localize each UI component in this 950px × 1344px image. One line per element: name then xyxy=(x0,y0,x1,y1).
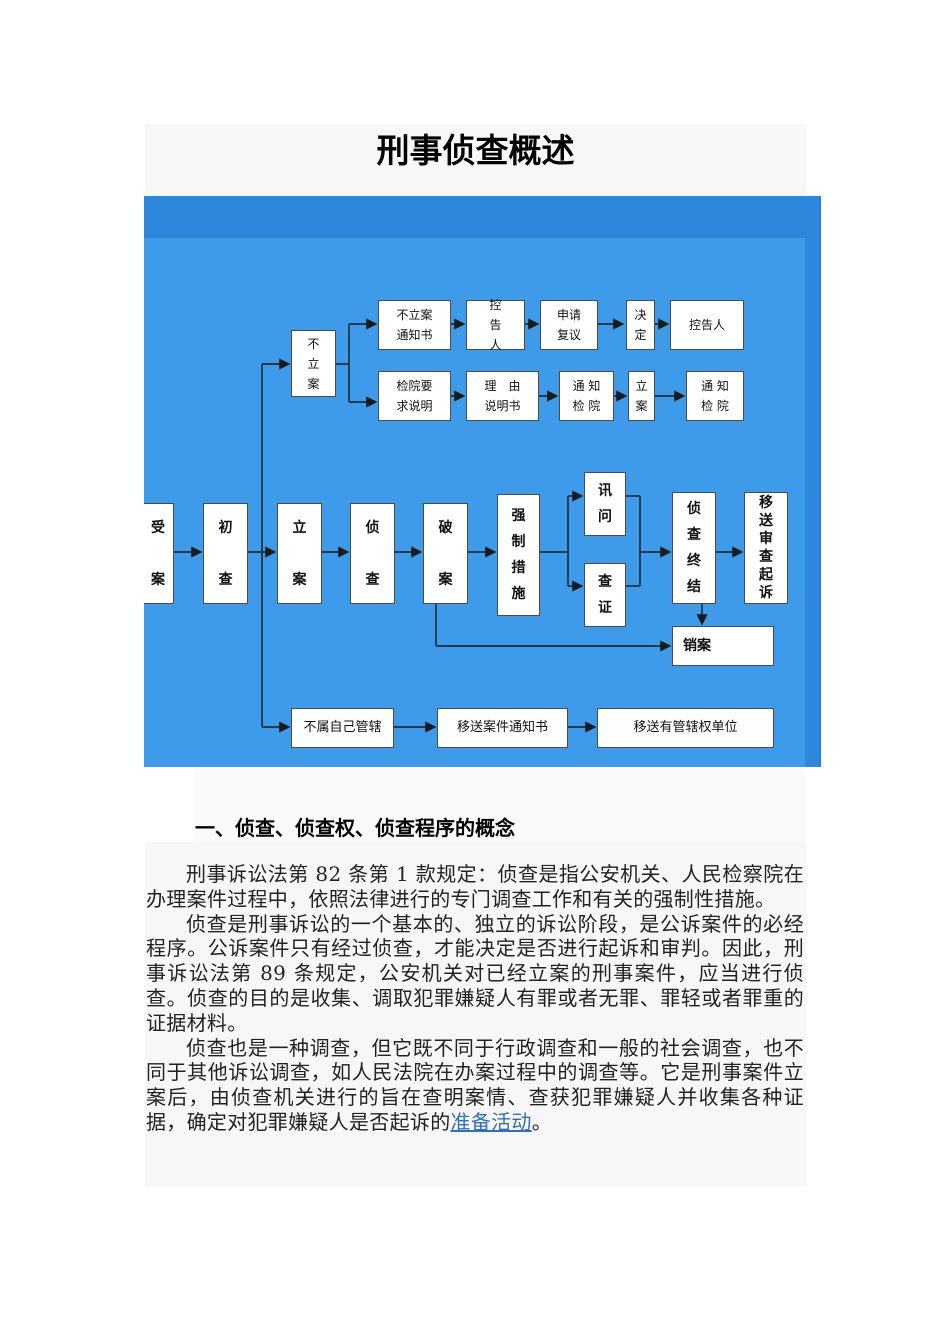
flow-box-investigation: 侦 查 xyxy=(350,503,395,604)
body-text: 刑事诉讼法第 82 条第 1 款规定：侦查是指公安机关、人民检察院在办理案件过程… xyxy=(146,862,804,1135)
flow-box-apply-review: 申请 复议 xyxy=(540,300,598,350)
flow-box-solve-case: 破 案 xyxy=(423,503,468,604)
paragraph-3-text: 侦查也是一种调查，但它既不同于行政调查和一般的社会调查，也不同于其他诉讼调查，如… xyxy=(146,1035,804,1134)
flow-box-transfer-notice: 移送案件通知书 xyxy=(437,708,568,748)
flow-box-interrogation: 讯 问 xyxy=(584,472,626,536)
flow-box-not-own-jurisdiction: 不属自己管辖 xyxy=(291,708,394,748)
flow-box-no-case-notice: 不立案 通知书 xyxy=(378,300,451,350)
flow-box-complainant: 控 告 人 xyxy=(466,298,525,352)
flow-box-transfer-jurisdiction-unit: 移送有管辖权单位 xyxy=(597,708,774,748)
paragraph-1: 刑事诉讼法第 82 条第 1 款规定：侦查是指公安机关、人民检察院在办理案件过程… xyxy=(146,862,804,911)
preparation-activity-link[interactable]: 准备活动 xyxy=(450,1109,532,1134)
flow-box-notify-procuratorate: 通 知 检 院 xyxy=(559,371,614,421)
paragraph-3: 侦查也是一种调查，但它既不同于行政调查和一般的社会调查，也不同于其他诉讼调查，如… xyxy=(146,1036,804,1135)
flow-box-procuratorate-request: 检院要 求说明 xyxy=(378,371,451,421)
paragraph-3-end: 。 xyxy=(531,1109,553,1134)
page-title: 刑事侦查概述 xyxy=(376,131,575,170)
title-band xyxy=(145,124,806,196)
flow-box-close-case: 销案 xyxy=(672,626,774,666)
flow-box-transfer-prosecution: 移 送 审 查 起 诉 xyxy=(744,492,788,604)
flow-box-notify-procuratorate-2: 通 知 检 院 xyxy=(686,371,744,421)
flowchart-connectors xyxy=(174,318,744,733)
flowchart: 不立案 通知书 控 告 人 申请 复议 决 定 控告人 检院要 求说明 理 由 … xyxy=(144,196,821,767)
flow-box-investigation-end: 侦 查 终 结 xyxy=(672,492,716,604)
flow-box-accept-case: 受 案 xyxy=(144,503,174,604)
flow-box-preliminary-check: 初 查 xyxy=(203,503,248,604)
flow-box-verification: 查 证 xyxy=(584,563,626,627)
body-band xyxy=(145,842,806,1187)
heading-band xyxy=(195,767,806,842)
flow-box-coercive-measures: 强 制 措 施 xyxy=(497,494,540,616)
flow-box-decision: 决 定 xyxy=(626,300,655,350)
flow-box-reason-statement: 理 由 说明书 xyxy=(466,371,539,421)
flowchart-top-band xyxy=(144,196,819,238)
flow-box-file-case-main: 立 案 xyxy=(277,503,322,604)
flowchart-right-band xyxy=(805,196,819,767)
flow-box-file-case: 立 案 xyxy=(628,371,655,421)
paragraph-2: 侦查是刑事诉讼的一个基本的、独立的诉讼阶段，是公诉案件的必经程序。公诉案件只有经… xyxy=(146,911,804,1035)
section-heading: 一、侦查、侦查权、侦查程序的概念 xyxy=(195,816,515,840)
flow-box-no-case: 不 立 案 xyxy=(291,330,336,397)
flow-box-complainant-2: 控告人 xyxy=(670,300,744,350)
